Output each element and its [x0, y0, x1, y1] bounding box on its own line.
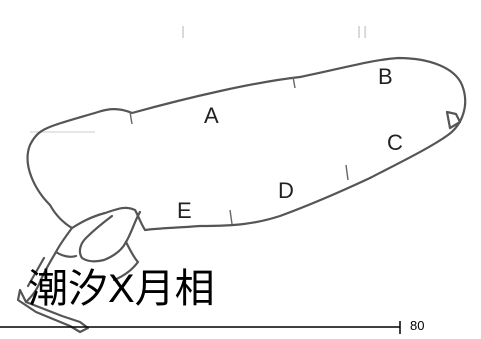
tick-mark — [129, 111, 133, 125]
segment-label-b: B — [378, 64, 393, 89]
shell-notch — [445, 110, 462, 130]
tick-mark — [292, 76, 296, 89]
faint-artifact-text: ı — [180, 18, 186, 43]
leg-outline — [16, 288, 90, 334]
shell-outline — [26, 56, 467, 232]
segment-label-c: C — [387, 130, 403, 155]
caption-text: 潮汐X月相 — [28, 267, 215, 311]
appendage-outline — [78, 210, 142, 263]
tick-mark — [345, 164, 349, 181]
segment-label-d: D — [278, 178, 294, 203]
tick-mark — [229, 209, 233, 225]
leg-outline — [26, 256, 46, 288]
scale-bar-label: 80 — [410, 318, 424, 333]
segment-label-a: A — [204, 103, 219, 128]
appendage-outline — [112, 240, 140, 282]
appendage-outline — [24, 226, 74, 304]
segment-label-e: E — [177, 198, 192, 223]
appendage-outline — [54, 250, 78, 258]
faint-artifact-text: ıı — [356, 18, 368, 43]
